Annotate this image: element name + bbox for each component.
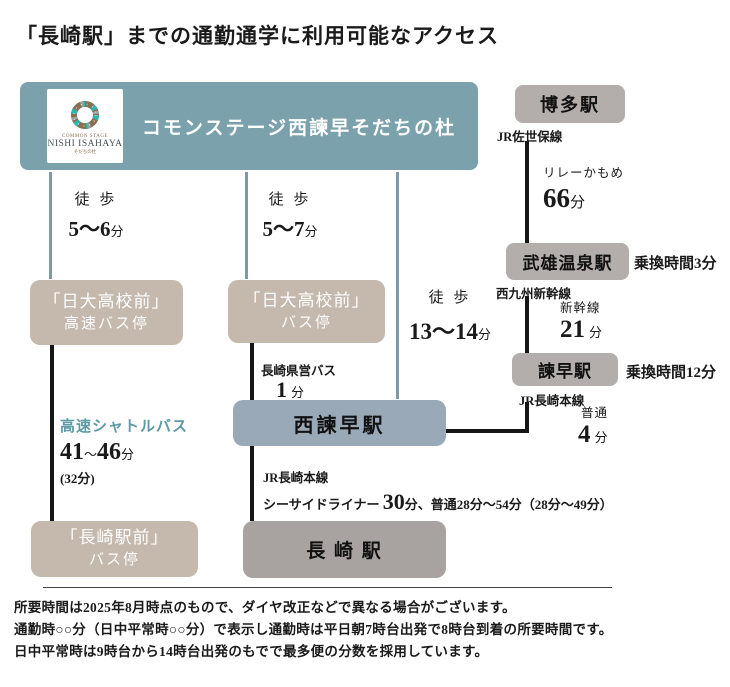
jr-local-line-vertical	[525, 402, 529, 433]
seaside-liner-minutes: 30	[382, 489, 405, 514]
shinkansen-minutes: 21	[560, 316, 585, 343]
page-title: 「長崎駅」までの通勤通学に利用可能なアクセス	[16, 24, 499, 48]
kenei-bus-unit: 分	[291, 385, 305, 400]
walk-left-unit: 分	[110, 224, 124, 239]
origin-box: COMMON STAGE NISHI ISAHAYA そだちの杜 コモンステージ…	[20, 82, 478, 170]
shinkansen-unit: 分	[589, 325, 603, 340]
common-stage-logo: COMMON STAGE NISHI ISAHAYA そだちの杜	[47, 89, 123, 163]
jr-sasebo-line	[525, 141, 529, 243]
note-line-1: 所要時間は2025年8月時点のもので、ダイヤ改正などで異なる場合がございます。	[14, 600, 516, 615]
jr-seaside-label: JR長崎本線 シーサイドライナー 30分、普通28分〜54分（28分〜49分）	[263, 467, 613, 515]
jr-nagasaki-local-line-name: JR長崎本線	[519, 394, 585, 408]
ekimae-stop-type: バス停	[88, 552, 140, 569]
shuttle-name: 高速シャトルバス	[60, 419, 189, 435]
expressbus-stop-name: 「日大高校前」	[43, 291, 170, 311]
expressbus-stop-box: 「日大高校前」 高速バス停	[30, 280, 183, 345]
nishi-isahaya-station-box: 西諫早駅	[233, 400, 446, 446]
jr-seaside-line-name: JR長崎本線	[263, 471, 329, 485]
note-line-3: 日中平常時は9時台から14時台出発のもでで最多便の分数を採用しています。	[14, 644, 489, 659]
shuttle-minutes-2: 46	[97, 439, 122, 465]
expressbus-stop-type: 高速バス停	[63, 315, 149, 332]
shuttle-offpeak: (32分)	[60, 471, 95, 486]
takeo-onsen-station-box: 武雄温泉駅	[506, 243, 629, 280]
nishikyushu-shinkansen-line	[525, 296, 529, 353]
shuttle-bus-line	[50, 345, 54, 521]
kenei-bus-name: 長崎県営バス	[261, 364, 337, 378]
bus-stop-box: 「日大高校前」 バス停	[228, 280, 385, 343]
walk-middle-minutes: 5〜7	[262, 217, 305, 241]
walk-right-unit: 分	[477, 327, 491, 342]
note-line-2: 通勤時○○分（日中平常時○○分）で表示し通勤時は平日朝7時台出発で8時台到着の所…	[14, 622, 613, 637]
hakata-station-box: 博多駅	[515, 85, 625, 123]
jr-local-line-horizontal	[446, 429, 529, 433]
shuttle-unit: 分	[121, 447, 135, 462]
nishi-isahaya-station-name: 西諫早駅	[293, 414, 386, 437]
nishikyushu-shinkansen-line-name: 西九州新幹線	[496, 287, 572, 301]
kenei-bus-label: 長崎県営バス 1 分	[261, 360, 336, 403]
walk-middle-mode: 徒 歩	[268, 192, 312, 208]
walk-line-right	[396, 172, 399, 399]
jr-sasebo-line-name: JR佐世保線	[497, 130, 563, 144]
transfer-time-isahaya: 乗換時間12分	[626, 365, 717, 381]
seaside-liner-name: シーサイドライナー	[263, 497, 380, 512]
walk-line-left	[49, 172, 52, 279]
shinkansen-label: 新幹線 21 分	[560, 297, 602, 344]
hakata-station-name: 博多駅	[540, 95, 600, 115]
seaside-liner-detail: 分、普通28分〜54分（28分〜49分）	[404, 497, 613, 512]
relay-kamome-label: リレーかもめ 66分	[543, 162, 624, 214]
nagasaki-station-box: 長 崎 駅	[243, 521, 446, 578]
walk-right-mode: 徒 歩	[428, 290, 472, 306]
transfer-time-takeo: 乗換時間3分	[634, 256, 717, 272]
walk-left-minutes: 5〜6	[68, 217, 111, 241]
isahaya-station-box: 諫早駅	[512, 353, 618, 386]
local-train-label: 普通 4 分	[578, 402, 609, 449]
logo-text-common-stage: COMMON STAGE	[61, 133, 109, 139]
relay-kamome-unit: 分	[570, 195, 586, 211]
walk-left-label: 徒 歩 5〜6分	[58, 188, 134, 243]
ekimae-stop-box: 「長崎駅前」 バス停	[31, 521, 198, 577]
kenei-bus-line	[250, 343, 254, 400]
local-unit: 分	[594, 430, 608, 445]
shinkansen-service-name: 新幹線	[560, 301, 601, 315]
shuttle-tilde: 〜	[84, 447, 98, 462]
walk-line-middle	[245, 172, 248, 279]
jr-seaside-line	[250, 446, 254, 521]
walk-middle-label: 徒 歩 5〜7分	[252, 188, 328, 243]
walk-middle-unit: 分	[304, 224, 318, 239]
shuttle-minutes-1: 41	[60, 439, 84, 465]
logo-text-sub: そだちの杜	[73, 148, 97, 154]
walk-left-mode: 徒 歩	[74, 192, 118, 208]
bus-stop-name: 「日大高校前」	[243, 290, 370, 310]
isahaya-station-name: 諫早駅	[538, 362, 592, 381]
local-minutes: 4	[578, 421, 591, 448]
nagasaki-station-name: 長 崎 駅	[306, 541, 383, 562]
walk-right-label: 徒 歩 13〜14分	[402, 286, 498, 346]
local-service-name: 普通	[581, 406, 609, 420]
origin-name: コモンステージ西諫早そだちの杜	[141, 117, 457, 139]
takeo-onsen-station-name: 武雄温泉駅	[522, 254, 613, 273]
kenei-bus-minutes: 1	[276, 377, 287, 402]
shuttle-label: 高速シャトルバス 41〜46分 (32分)	[60, 415, 188, 487]
relay-kamome-minutes: 66	[543, 183, 570, 213]
bus-stop-type: バス停	[280, 314, 332, 331]
relay-kamome-name: リレーかもめ	[543, 166, 625, 180]
ekimae-stop-name: 「長崎駅前」	[60, 528, 169, 548]
logo-text-nishi-isahaya: NISHI ISAHAYA	[47, 138, 123, 149]
walk-right-minutes: 13〜14	[408, 319, 478, 344]
footer-divider	[43, 587, 612, 588]
logo-ring-icon	[70, 100, 100, 129]
